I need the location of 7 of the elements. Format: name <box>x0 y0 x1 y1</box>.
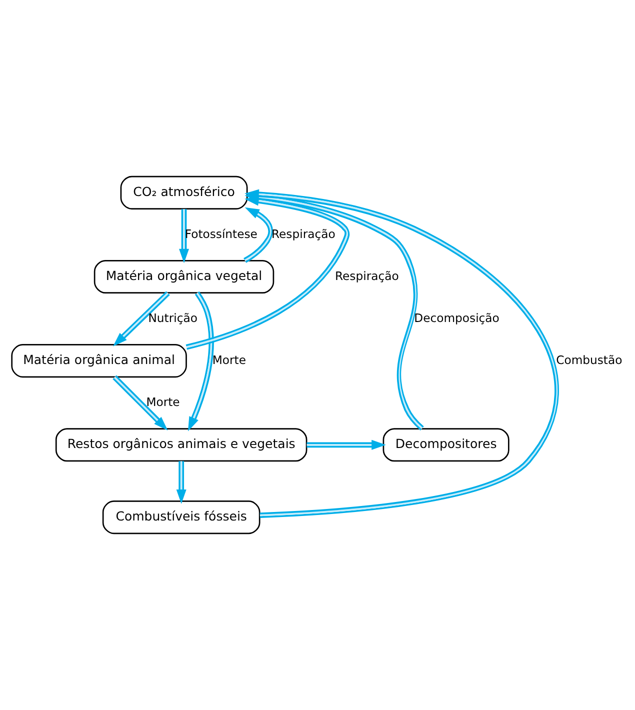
edge-label: Respiração <box>272 226 336 241</box>
edge-label: Nutrição <box>148 310 198 325</box>
edge-label: Morte <box>146 394 180 409</box>
edge-label: Decomposição <box>414 310 500 325</box>
edge-label: Respiração <box>335 268 399 283</box>
edge-label: Combustão <box>556 352 622 367</box>
edge-label: Morte <box>212 352 246 367</box>
